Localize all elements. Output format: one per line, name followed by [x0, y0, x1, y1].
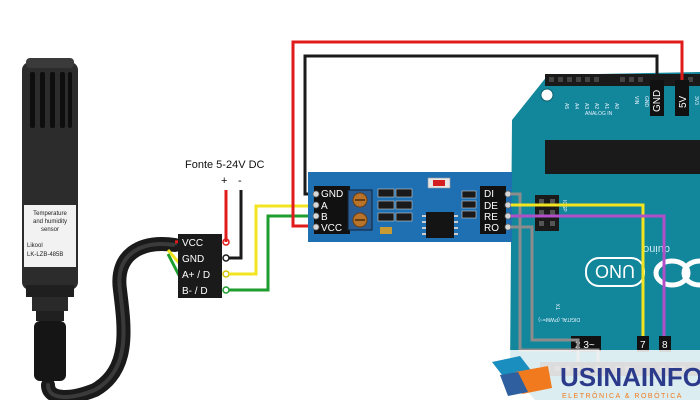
power-minus-label: -: [238, 175, 242, 187]
tx-label: TX: [556, 303, 562, 310]
arduino-5v-pin: [675, 80, 689, 116]
power-plus-label: +: [221, 175, 227, 187]
usinainfo-logo: USINAINFO ELETRÔNICA & ROBÓTICA: [488, 350, 700, 400]
cable-gland: [32, 297, 68, 311]
sensor-vents: [30, 72, 72, 128]
arduino-gnd-label: GND: [652, 90, 663, 112]
power-pin-label: 3V3: [693, 96, 699, 105]
module-pin-a: A: [321, 201, 328, 212]
icsp-header: [535, 195, 559, 231]
power-pin-label: GND: [643, 96, 649, 108]
max485-chip: [426, 212, 454, 238]
arduino-pin-7-label: 7: [640, 340, 646, 351]
mounting-hole: [540, 88, 554, 102]
module-pin-di: DI: [484, 189, 494, 200]
logo-tagline: ELETRÔNICA & ROBÓTICA: [562, 391, 683, 400]
arduino-uno-board: A5 A4 A3 A2 A1 A0 VIN GND 3V3 ANALOG IN …: [510, 72, 700, 400]
terminal-a-label: A+ / D: [182, 270, 210, 281]
power-wires: [224, 190, 243, 260]
analog-in-label: ANALOG IN: [585, 111, 613, 117]
arduino-5v-label: 5V: [678, 95, 689, 108]
arduino-pin-8: [659, 336, 671, 352]
power-pin-label: VIN: [633, 96, 639, 105]
sensor-text: Likool: [27, 243, 43, 249]
arduino-pin-2-3-label: 2 3~: [575, 340, 595, 351]
logo-text: USINAINFO: [560, 362, 700, 392]
module-pin-vcc: VCC: [321, 223, 342, 234]
module-pin-re: RE: [484, 212, 498, 223]
rs485-module: GND A B VCC DI: [308, 172, 512, 242]
analog-pin-label: A0: [613, 103, 619, 109]
atmega-chip: [545, 140, 700, 174]
arduino-gnd-pin: [650, 80, 664, 116]
uno-label: UNO: [595, 261, 635, 281]
analog-pin-label: A1: [603, 103, 609, 109]
module-pin-gnd: GND: [321, 189, 343, 200]
module-pin-b: B: [321, 212, 328, 223]
arduino-pin-8-label: 8: [662, 340, 668, 351]
sensor-text: and humidity: [33, 219, 67, 225]
analog-pin-label: A5: [563, 103, 569, 109]
terminal-gnd-label: GND: [182, 254, 204, 265]
arduino-duino-text: duino: [643, 243, 670, 255]
power-supply-label: Fonte 5-24V DC: [185, 159, 265, 171]
sensor-text: Temperature: [33, 211, 67, 217]
sensor-label-sticker: [24, 205, 76, 267]
analog-pin-label: A4: [573, 103, 579, 109]
module-pin-ro: RO: [484, 223, 499, 234]
temperature-humidity-sensor: Temperature and humidity sensor Likool L…: [22, 58, 182, 404]
module-pin-de: DE: [484, 201, 498, 212]
analog-pin-label: A2: [593, 103, 599, 109]
arduino-infinity-logo: [653, 258, 700, 288]
terminal-vcc-label: VCC: [182, 238, 203, 249]
terminal-block: VCC GND A+ / D B- / D: [178, 234, 230, 298]
digital-label: DIGITAL (PWM=~): [538, 316, 580, 322]
sensor-text: sensor: [41, 227, 59, 233]
analog-pin-label: A3: [583, 103, 589, 109]
usinainfo-logo-mark: [492, 356, 552, 396]
arduino-pin-7: [637, 336, 649, 352]
terminal-b-label: B- / D: [182, 286, 208, 297]
sensor-text: LK-LZB-485B: [27, 252, 63, 258]
